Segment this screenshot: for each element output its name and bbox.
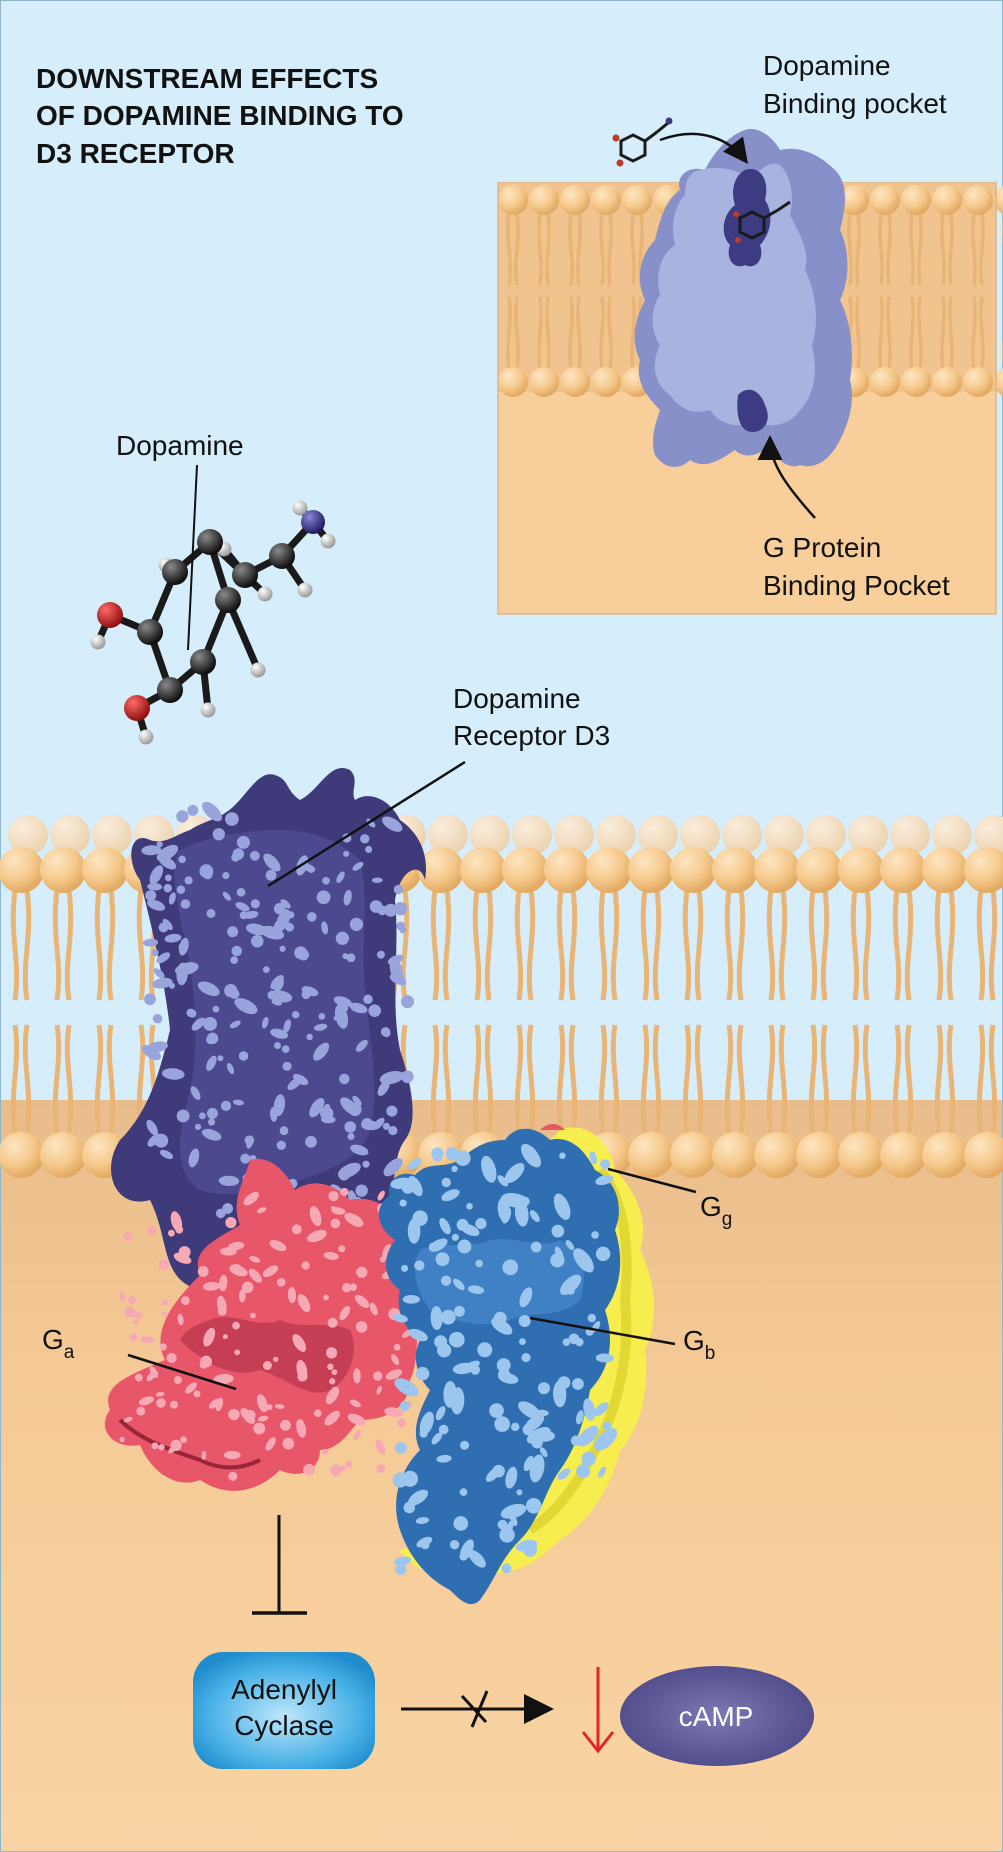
title-line-2: OF DOPAMINE BINDING TO — [36, 100, 404, 131]
gprotein-pocket-label-1: G Protein — [763, 532, 881, 563]
g-gamma-label: Gg — [700, 1191, 732, 1230]
receptor-leader-line — [267, 760, 466, 888]
g-beta-leader-line — [529, 1316, 676, 1346]
block-cross-a — [460, 1694, 488, 1724]
g-alpha-protein — [104, 1159, 422, 1491]
g-beta-label: Gb — [683, 1325, 715, 1364]
decrease-arrow-head — [581, 1731, 615, 1754]
receptor-label-2: Receptor D3 — [453, 720, 610, 751]
inset-gprotein-arrow — [757, 435, 816, 519]
title-line-3: D3 RECEPTOR — [36, 138, 235, 169]
receptor-label-1: Dopamine — [453, 683, 581, 714]
inset-binding-arrow — [659, 132, 749, 164]
g-alpha-label: Ga — [42, 1324, 75, 1363]
adenylyl-cyclase-box — [193, 1652, 375, 1769]
inset-receptor — [634, 129, 852, 467]
binding-pocket-label-1: Dopamine — [763, 50, 891, 81]
g-alpha-leader-line — [127, 1353, 237, 1391]
g-gamma-leader-line — [607, 1167, 697, 1194]
inset-dopamine-free — [612, 117, 673, 167]
dopamine-molecule — [90, 500, 336, 745]
dopamine-receptor-d3-protein — [111, 767, 426, 1290]
adenylyl-label-1: Adenylyl — [231, 1674, 337, 1705]
g-alpha-fragment — [540, 1124, 565, 1130]
camp-label: cAMP — [679, 1701, 754, 1732]
dopamine-leader-line — [187, 464, 198, 651]
binding-pocket-label-2: Binding pocket — [763, 88, 947, 119]
gprotein-pocket-label-2: Binding Pocket — [763, 570, 950, 601]
g-beta-protein — [378, 1128, 621, 1605]
block-cross-b — [470, 1690, 489, 1728]
camp-ellipse — [620, 1666, 814, 1766]
dopamine-label: Dopamine — [116, 430, 244, 461]
adenylyl-label-2: Cyclase — [234, 1710, 334, 1741]
inset-dopamine-in-pocket — [733, 200, 791, 243]
title-line-1: DOWNSTREAM EFFECTS — [36, 63, 378, 94]
